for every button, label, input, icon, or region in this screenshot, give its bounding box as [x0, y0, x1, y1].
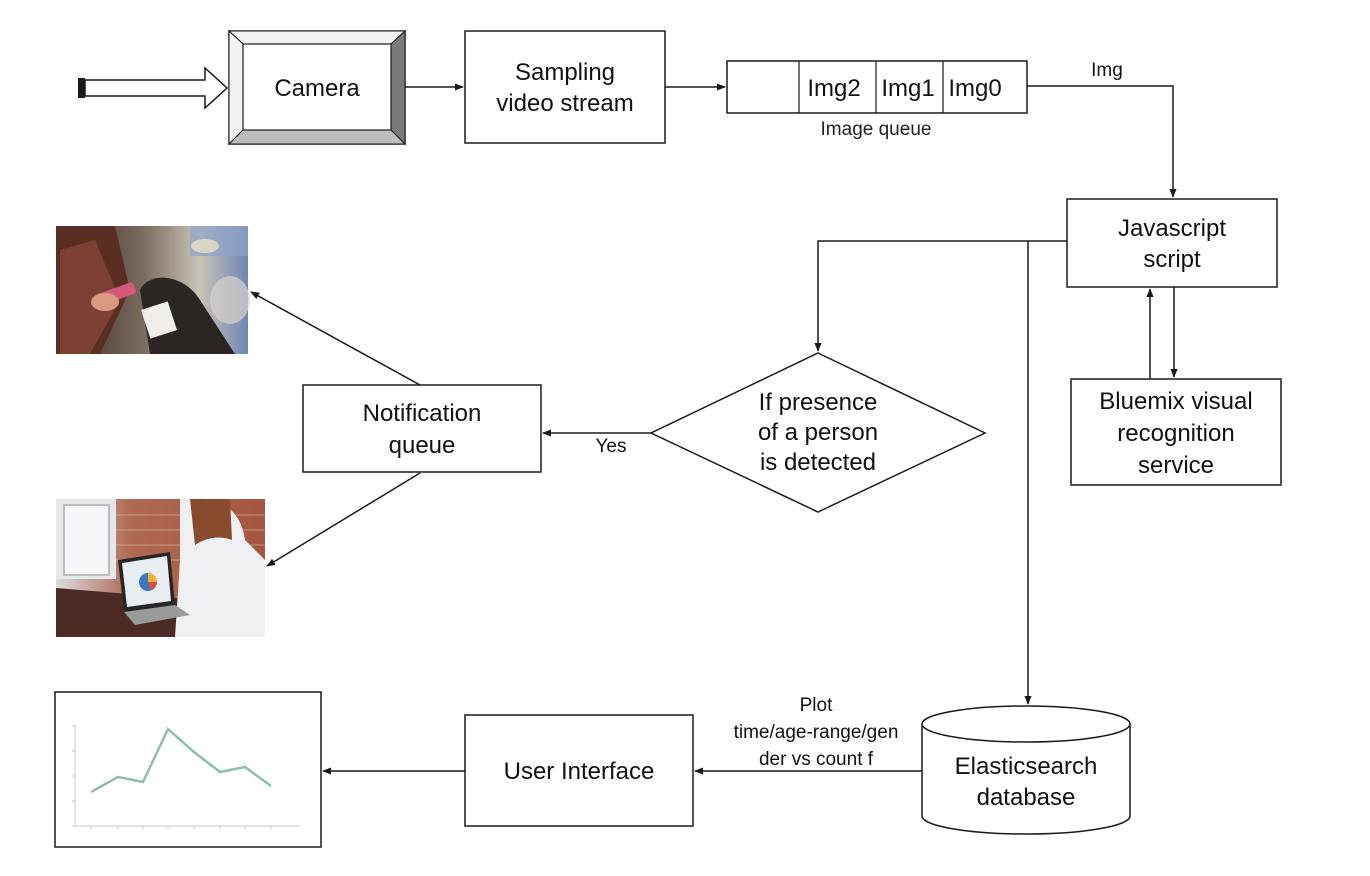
bluemix-label-line2: recognition	[1117, 420, 1234, 447]
sampling-label-line1: Sampling	[515, 59, 615, 86]
sampling-node: Sampling video stream	[464, 30, 666, 144]
input-arrow-icon	[78, 66, 229, 110]
decision-node: If presence of a person is detected	[649, 352, 987, 513]
elasticsearch-label-line2: database	[977, 784, 1076, 811]
mini-chart-series-line	[90, 726, 272, 794]
connectors	[250, 83, 1178, 775]
edge-label-yes: Yes	[596, 436, 627, 457]
bluemix-label-line1: Bluemix visual	[1099, 388, 1252, 415]
camera-node: Camera	[227, 29, 407, 146]
queue-slot-img2: Img2	[807, 75, 860, 102]
javascript-label-line2: script	[1143, 246, 1201, 273]
elasticsearch-node: Elasticsearch database	[921, 705, 1131, 835]
elasticsearch-label-line1: Elasticsearch	[955, 753, 1098, 780]
decision-label-line1: If presence	[759, 389, 878, 416]
edge-javascript-to-decision	[814, 240, 1067, 352]
decision-label-line3: is detected	[760, 449, 876, 476]
queue-slot-img0: Img0	[948, 75, 1001, 102]
image-queue-node: Img2 Img1 Img0 Image queue	[726, 60, 1028, 140]
image-queue-caption: Image queue	[821, 119, 932, 140]
notification-node: Notification queue	[302, 384, 542, 473]
javascript-label-line1: Javascript	[1118, 215, 1226, 242]
bluemix-node: Bluemix visual recognition service	[1070, 378, 1282, 486]
javascript-node: Javascript script	[1066, 198, 1278, 288]
user-interface-label: User Interface	[504, 758, 655, 785]
edge-notification-to-laptop	[266, 472, 421, 567]
edge-label-img: Img	[1091, 60, 1123, 81]
edge-notification-to-phone	[250, 291, 421, 386]
queue-slot-img1: Img1	[881, 75, 934, 102]
camera-label: Camera	[274, 75, 360, 102]
edge-label-plot-line2: time/age-range/gen	[734, 722, 899, 743]
person-using-laptop-photo	[56, 498, 265, 637]
sampling-label-line2: video stream	[496, 90, 633, 117]
notification-label-line2: queue	[389, 432, 456, 459]
edge-label-plot-line1: Plot	[800, 695, 833, 716]
edge-label-plot-line3: der vs count f	[759, 749, 874, 770]
notification-label-line1: Notification	[363, 400, 482, 427]
line-chart-thumbnail	[54, 691, 322, 848]
line-chart-plot	[72, 725, 300, 829]
edge-queue-to-javascript	[1027, 85, 1177, 198]
decision-label-line2: of a person	[758, 419, 878, 446]
user-interface-node: User Interface	[464, 714, 694, 827]
bluemix-label-line3: service	[1138, 452, 1214, 479]
person-holding-phone-photo	[56, 226, 250, 354]
